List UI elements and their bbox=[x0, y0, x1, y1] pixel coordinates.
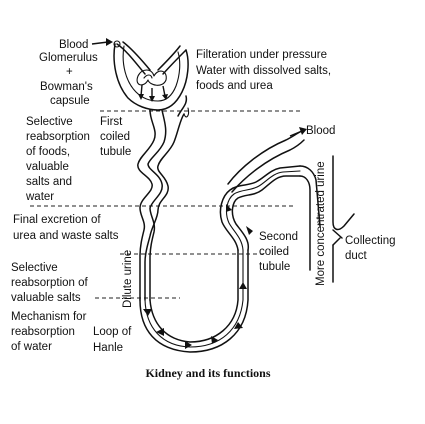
label-first-1: First bbox=[100, 116, 123, 128]
label-final-2: urea and waste salts bbox=[13, 230, 119, 242]
label-selective-1: Selective bbox=[26, 116, 73, 128]
label-plus: + bbox=[66, 66, 73, 78]
label-bowmans: Bowman's bbox=[40, 81, 93, 93]
label-second-1: Second bbox=[259, 231, 298, 243]
label-more-concentrated: More concentrated urine bbox=[315, 161, 327, 286]
label-filtration-1: Filteration under pressure bbox=[196, 49, 327, 61]
loop-of-henle bbox=[139, 249, 249, 353]
label-collecting-1: Collecting bbox=[345, 235, 396, 247]
label-selective-3: of foods, bbox=[26, 146, 70, 158]
label-loop-2: Hanle bbox=[93, 342, 123, 354]
label-second-3: tubule bbox=[259, 261, 290, 273]
label-water-3: of water bbox=[11, 341, 52, 353]
label-filtration-3: foods and urea bbox=[196, 80, 273, 92]
bowmans-capsule bbox=[113, 40, 189, 111]
filtration-arrows bbox=[138, 84, 168, 102]
collecting-duct bbox=[299, 155, 355, 283]
label-glomerulus: Glomerulus bbox=[39, 52, 98, 64]
blood-in-arrow bbox=[91, 38, 113, 46]
label-salts-2: reabsorption of bbox=[11, 277, 89, 289]
label-final-1: Final excretion of bbox=[13, 214, 101, 226]
label-selective-2: reabsorption bbox=[26, 131, 90, 143]
label-second-2: coiled bbox=[259, 246, 289, 258]
label-selective-6: water bbox=[25, 191, 54, 203]
labels: Blood Glomerulus + Bowman's capsule Filt… bbox=[11, 39, 396, 380]
label-first-3: tubule bbox=[100, 146, 131, 158]
divider-lines bbox=[30, 110, 300, 299]
label-filtration-2: Water with dissolved salts, bbox=[196, 65, 331, 77]
diagram-caption: Kidney and its functions bbox=[145, 366, 270, 380]
label-capsule: capsule bbox=[50, 95, 90, 107]
label-water-1: Mechanism for bbox=[11, 311, 87, 323]
first-coiled-tubule bbox=[137, 95, 190, 301]
label-selective-5: salts and bbox=[26, 176, 72, 188]
label-collecting-2: duct bbox=[345, 250, 368, 262]
label-water-2: reabsorption bbox=[11, 326, 75, 338]
label-dilute-urine: Dilute urine bbox=[122, 250, 134, 308]
label-blood-in: Blood bbox=[59, 39, 88, 51]
label-selective-4: valuable bbox=[26, 161, 69, 173]
label-blood-out: Blood bbox=[306, 125, 335, 137]
label-salts-3: valuable salts bbox=[11, 292, 81, 304]
label-salts-1: Selective bbox=[11, 262, 58, 274]
label-first-2: coiled bbox=[100, 131, 130, 143]
blood-out-arrow bbox=[289, 127, 307, 137]
loop-arrows bbox=[143, 282, 247, 349]
label-loop-1: Loop of bbox=[93, 326, 132, 338]
